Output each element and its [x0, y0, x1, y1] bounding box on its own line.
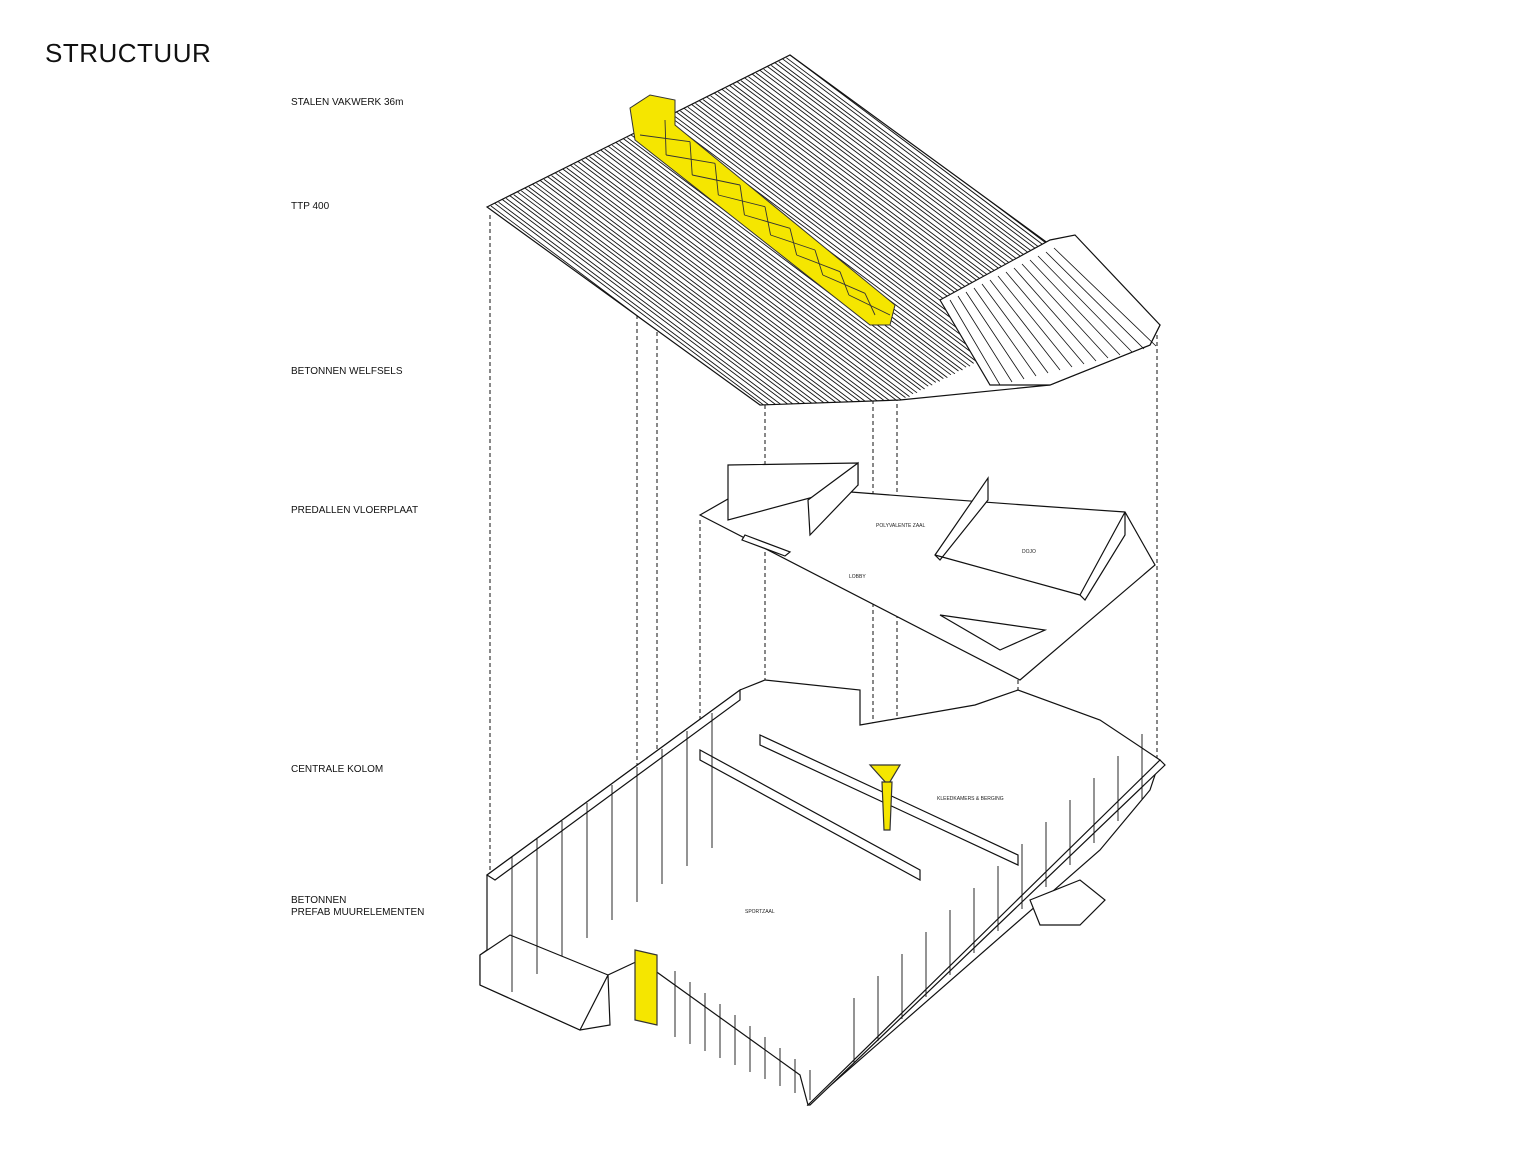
roof-strip	[528, 186, 850, 405]
roof-strip	[574, 163, 895, 405]
roof-strip	[539, 180, 861, 405]
roof-strip	[607, 145, 929, 387]
label-ttp: TTP 400	[291, 201, 330, 212]
truss-member	[789, 228, 798, 256]
slab-line	[949, 299, 1001, 386]
slab-line	[1013, 267, 1097, 362]
slab-line	[1037, 255, 1133, 353]
steel-truss-36m	[629, 94, 896, 326]
roof-strip	[524, 187, 846, 405]
truss-member	[664, 119, 667, 156]
room-lobby: LOBBY	[849, 574, 866, 580]
truss-member	[796, 254, 841, 273]
page-title: STRUCTUUR	[45, 38, 212, 68]
truss-member	[848, 294, 891, 316]
slab-line	[989, 279, 1061, 371]
truss-member	[770, 234, 816, 251]
truss-member	[639, 134, 691, 143]
roof-strip	[600, 149, 921, 391]
truss-member	[714, 163, 719, 196]
roof-strip	[558, 171, 880, 405]
roof-strip	[566, 167, 888, 405]
roof-strip	[604, 148, 925, 390]
roof-strip	[536, 182, 857, 405]
truss-member	[839, 271, 850, 296]
roof-strip	[554, 172, 876, 405]
roof-strip	[596, 152, 918, 394]
roof-strip	[615, 142, 937, 383]
roof-strip	[611, 144, 933, 386]
roof-strip	[672, 114, 994, 356]
slab-line	[957, 295, 1013, 383]
roof-strip	[619, 141, 941, 382]
central-column-icon	[868, 764, 902, 787]
roof-strip	[623, 138, 944, 379]
room-kleedkamers: KLEEDKAMERS & BERGING	[937, 796, 1004, 802]
roof-strip	[585, 157, 906, 398]
roof-strip	[547, 176, 868, 405]
truss-member	[689, 141, 693, 176]
room-sportzaal: SPORTZAAL	[745, 909, 775, 915]
label-stalen-vakwerk: STALEN VAKWERK 36m	[291, 97, 404, 108]
roof-strip	[532, 183, 853, 405]
roof-strip	[551, 175, 872, 405]
slab-line	[1045, 251, 1145, 350]
room-polyvalente: POLYVALENTE ZAAL	[876, 523, 925, 529]
room-dojo: DOJO	[1022, 549, 1036, 555]
slab-line	[1053, 247, 1157, 347]
floor-plate: POLYVALENTE ZAAL DOJO LOBBY	[698, 461, 1156, 681]
roof-strip	[570, 164, 891, 405]
label-vloerplaat: PREDALLEN VLOERPLAAT	[291, 505, 419, 516]
slab-line	[1005, 271, 1085, 365]
slab-line	[997, 275, 1073, 368]
prefab-walls: KLEEDKAMERS & BERGING SPORTZAAL	[479, 679, 1166, 1107]
truss-member	[718, 194, 766, 208]
roof-strip	[589, 156, 910, 397]
roof-strip	[501, 199, 823, 405]
roof-strip	[581, 160, 903, 401]
roof-strip	[521, 190, 842, 405]
slab-line	[1021, 263, 1109, 359]
truss-member	[822, 274, 866, 294]
roof-strip	[562, 168, 884, 405]
label-centrale-kolom: CENTRALE KOLOM	[291, 764, 384, 775]
truss-member	[666, 154, 716, 164]
truss-member	[814, 249, 824, 276]
truss-member	[864, 293, 876, 316]
roof-strip	[664, 118, 986, 359]
truss-member	[692, 174, 741, 186]
truss-member	[764, 206, 771, 236]
truss-member	[744, 214, 791, 229]
roof-strip	[513, 194, 834, 405]
label-muurelementen: BETONNEN PREFAB MUURELEMENTEN	[291, 895, 425, 918]
roof-strip	[592, 153, 914, 395]
label-welfsels: BETONNEN WELFSELS	[291, 366, 403, 377]
slab-line	[981, 283, 1049, 374]
roof-strip	[494, 202, 815, 405]
roof-strip	[517, 191, 838, 405]
roof-strip	[509, 195, 830, 405]
roof-strip	[676, 111, 997, 353]
roof-strip	[505, 198, 827, 405]
highlighted-wall-panel	[634, 949, 658, 1026]
slab-line	[965, 291, 1025, 380]
slab-line	[1029, 259, 1121, 356]
roof-strip	[577, 161, 899, 402]
roof-strip	[498, 201, 819, 405]
slab-line	[973, 287, 1037, 377]
roof-strip	[543, 179, 865, 405]
truss-member	[739, 184, 745, 216]
roof-strip	[668, 115, 990, 357]
